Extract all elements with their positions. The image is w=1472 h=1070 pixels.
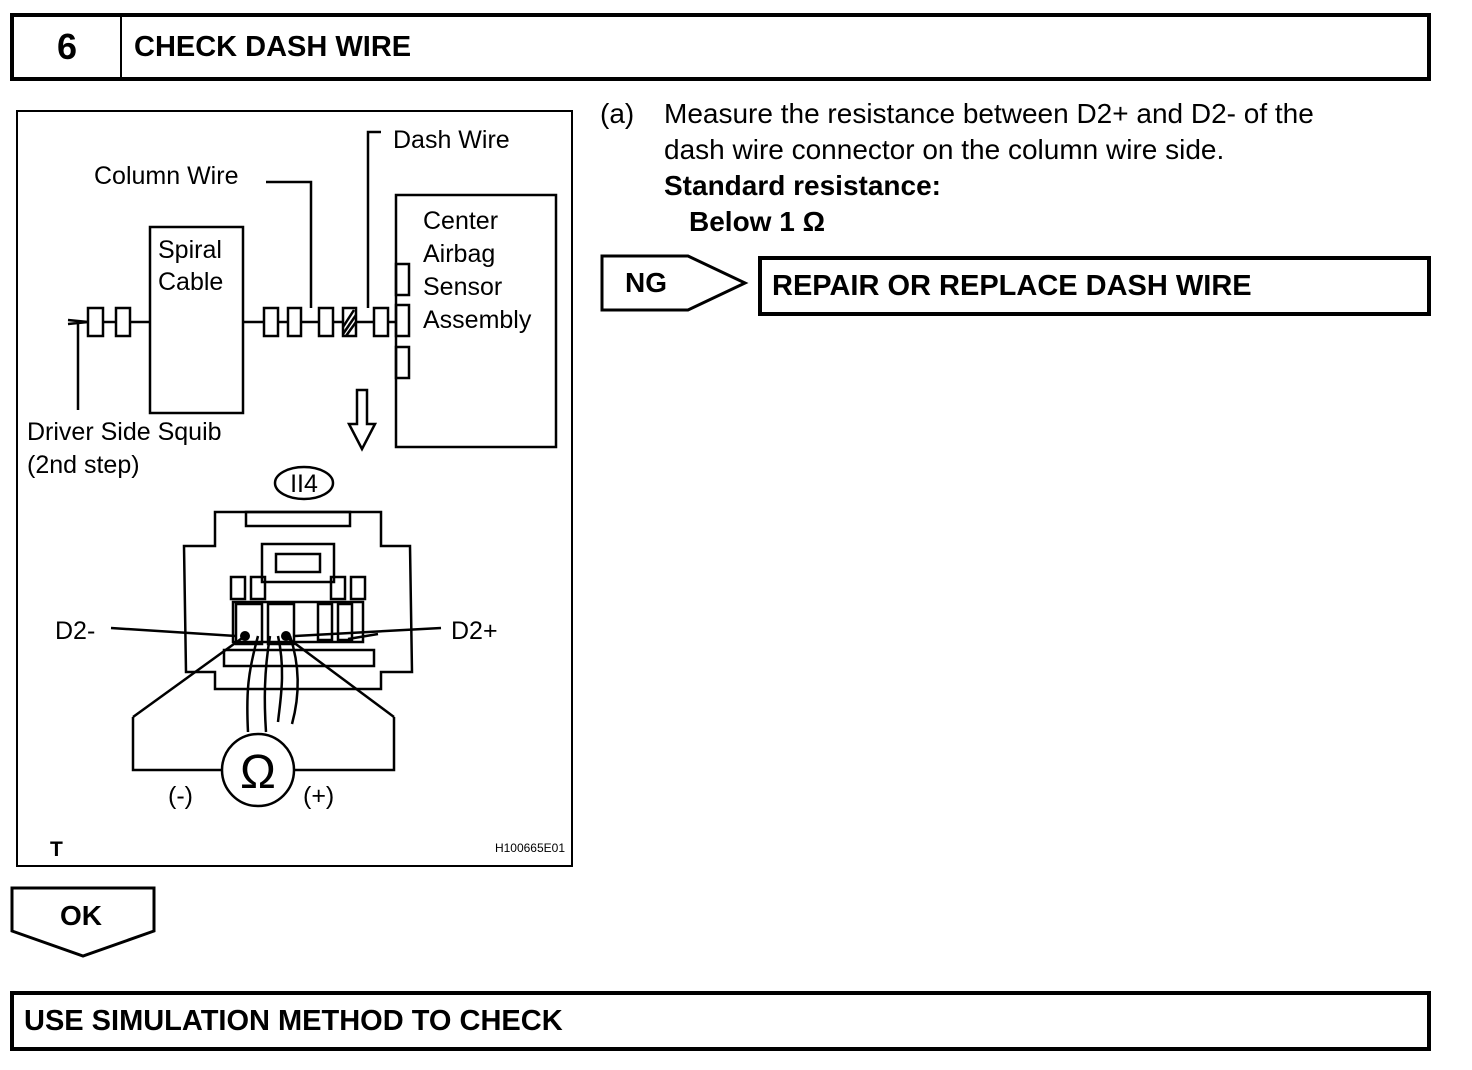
label-connector-id: II4 — [290, 470, 318, 498]
standard-resistance-value: Below 1 Ω — [689, 206, 826, 237]
label-minus: (-) — [168, 782, 193, 810]
label-dash-wire: Dash Wire — [393, 126, 510, 154]
instruction-step-label: (a) — [600, 98, 635, 129]
label-driver-squib-2: (2nd step) — [27, 451, 140, 479]
wiring-figure: Dash Wire Column Wire Spiral Cable Cente… — [16, 110, 573, 867]
ng-result: REPAIR OR REPLACE DASH WIRE — [758, 256, 1431, 316]
step-title: CHECK DASH WIRE — [120, 13, 1431, 81]
label-column-wire: Column Wire — [94, 162, 238, 190]
instruction-line-2: dash wire connector on the column wire s… — [664, 134, 1225, 165]
ok-arrow: OK — [10, 886, 156, 958]
ng-label: NG — [625, 267, 667, 298]
instruction-line-1: Measure the resistance between D2+ and D… — [664, 98, 1314, 129]
label-d2-minus: D2- — [55, 617, 95, 645]
label-center-2: Airbag — [423, 240, 495, 268]
standard-resistance-label: Standard resistance: — [664, 170, 941, 201]
label-d2-plus: D2+ — [451, 617, 498, 645]
ok-label: OK — [60, 900, 102, 931]
label-figure-code: H100665E01 — [495, 841, 565, 855]
label-driver-squib-1: Driver Side Squib — [27, 418, 222, 446]
ng-arrow: NG — [600, 254, 749, 312]
step-number: 6 — [10, 13, 122, 81]
label-center-4: Assembly — [423, 306, 532, 334]
label-corner-t: T — [50, 838, 63, 861]
final-action: USE SIMULATION METHOD TO CHECK — [10, 991, 1431, 1051]
label-center-1: Center — [423, 207, 498, 235]
label-spiral-1: Spiral — [158, 236, 222, 264]
label-spiral-2: Cable — [158, 268, 223, 296]
label-plus: (+) — [303, 782, 334, 810]
label-center-3: Sensor — [423, 273, 502, 301]
ohm-icon: Ω — [240, 746, 276, 799]
wiring-diagram-svg: Dash Wire Column Wire Spiral Cable Cente… — [27, 126, 565, 861]
instructions: (a) Measure the resistance between D2+ a… — [600, 96, 1384, 240]
spiral-cable-box — [148, 225, 245, 415]
